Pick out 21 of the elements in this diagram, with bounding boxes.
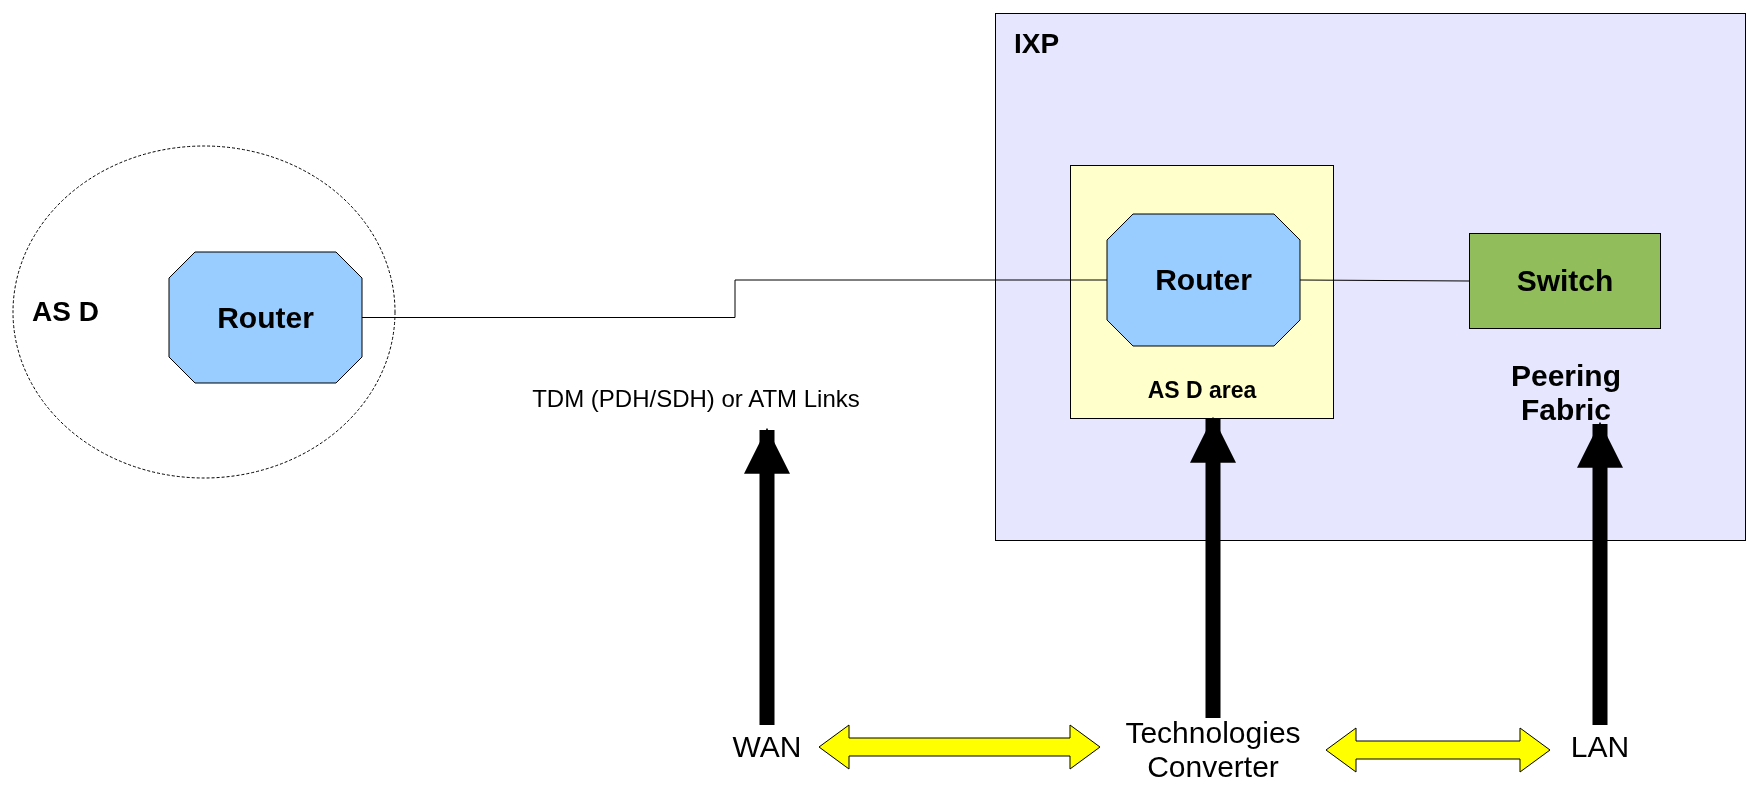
- region-box: [995, 13, 1746, 541]
- router-label: Router: [216, 300, 315, 335]
- switch-label: Switch: [1515, 264, 1615, 298]
- area-label: AS D area: [1146, 377, 1258, 404]
- wan-label: WAN: [731, 730, 803, 764]
- router-label: Router: [1154, 263, 1253, 297]
- switch-box: [1469, 233, 1661, 329]
- fabric-label: Peering Fabric: [1509, 359, 1622, 427]
- arrow: [1190, 416, 1236, 718]
- double-arrow: [1325, 727, 1551, 773]
- connector-line: [1299, 279, 1470, 282]
- area-label: AS D: [32, 296, 99, 328]
- region-label: IXP: [1014, 28, 1060, 60]
- arrow: [1577, 421, 1623, 725]
- connector-line: [361, 279, 1108, 318]
- lan-label: LAN: [1569, 730, 1631, 764]
- link-label: TDM (PDH/SDH) or ATM Links: [531, 385, 861, 413]
- double-arrow: [818, 724, 1101, 770]
- converter-label: Technologies Converter: [1124, 716, 1302, 784]
- area-box: [1070, 165, 1334, 419]
- arrow: [744, 427, 790, 725]
